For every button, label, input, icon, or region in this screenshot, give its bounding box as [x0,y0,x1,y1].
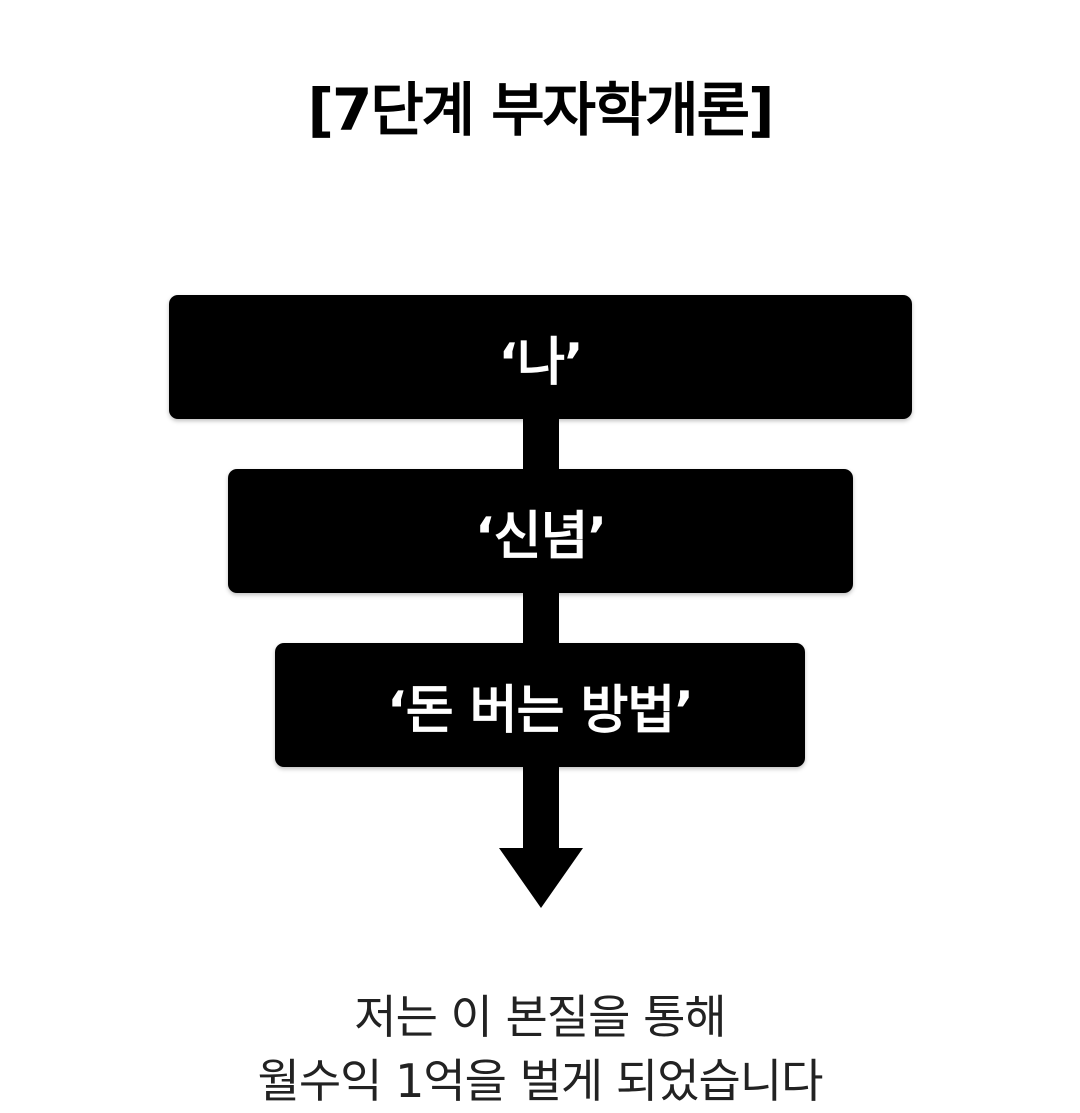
step-box-belief: ‘신념’ [228,469,853,593]
step-box-self: ‘나’ [169,295,912,419]
arrow-down-icon [499,848,583,908]
step-label: ‘돈 버는 방법’ [387,680,694,741]
arrow-shaft [523,763,559,851]
page: [7단계 부자학개론] ‘나’ ‘신념’ ‘돈 버는 방법’ 저는 이 본질을 … [169,76,912,1108]
step-label: ‘신념’ [474,506,607,567]
connector-1-2 [523,415,559,475]
step-box-money-method: ‘돈 버는 방법’ [275,643,805,767]
page-title: [7단계 부자학개론] [307,76,774,144]
caption-line-1: 저는 이 본질을 통해 [354,990,726,1044]
step-label: ‘나’ [498,332,583,393]
connector-2-3 [523,589,559,649]
caption: 저는 이 본질을 통해 월수익 1억을 벌게 되었습니다 [0,985,1080,1113]
caption-line-2: 월수익 1억을 벌게 되었습니다 [257,1054,824,1108]
